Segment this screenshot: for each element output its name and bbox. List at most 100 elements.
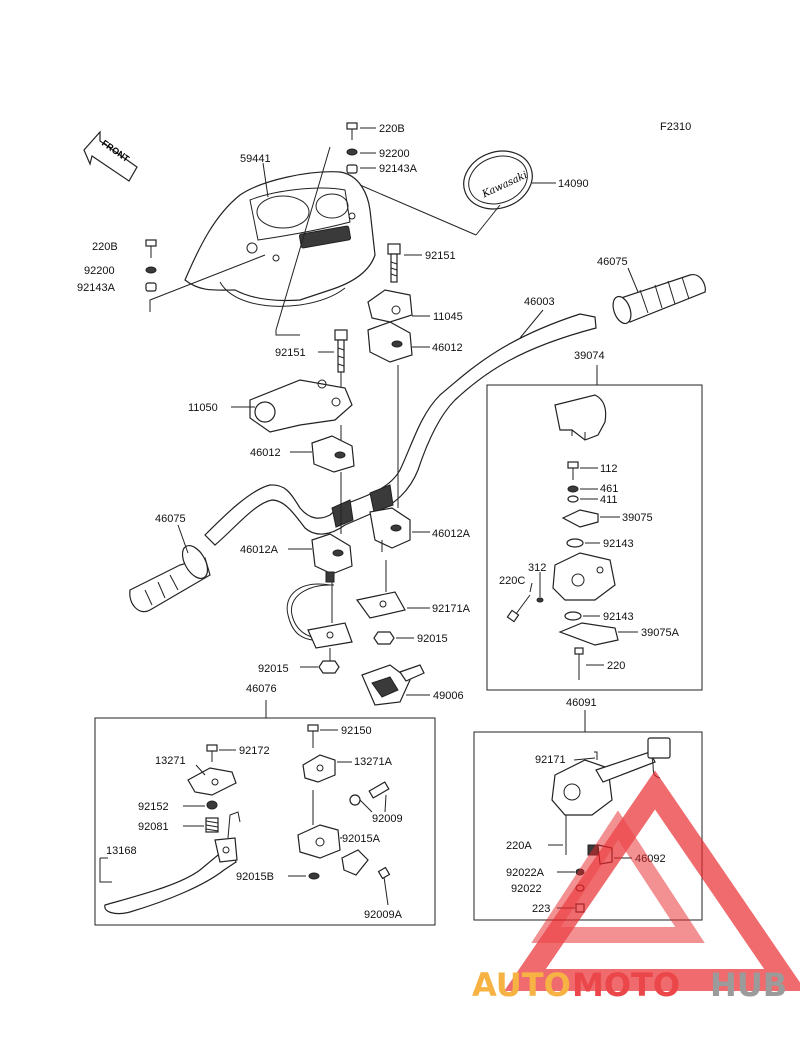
spring-92081 bbox=[205, 817, 219, 833]
screw-92150 bbox=[307, 724, 319, 748]
label-92152: 92152 bbox=[138, 801, 169, 813]
label-92015-right: 92015 bbox=[417, 633, 448, 645]
label-14090: 14090 bbox=[558, 178, 589, 190]
label-220B-top: 220B bbox=[379, 123, 405, 135]
label-13168: 13168 bbox=[106, 845, 137, 857]
label-46012-top: 46012 bbox=[432, 342, 463, 354]
label-92143-b: 92143 bbox=[603, 611, 634, 623]
box-46091 bbox=[473, 731, 703, 921]
box-39074 bbox=[486, 384, 703, 691]
screw-220B-top bbox=[346, 122, 358, 174]
clamp-13271 bbox=[187, 767, 237, 796]
label-92009A: 92009A bbox=[364, 909, 403, 921]
label-46075-left: 46075 bbox=[155, 513, 186, 525]
label-92022A: 92022A bbox=[506, 867, 545, 879]
label-92022: 92022 bbox=[511, 883, 542, 895]
label-46076: 46076 bbox=[246, 683, 277, 695]
label-92015B: 92015B bbox=[236, 871, 274, 883]
label-223: 223 bbox=[532, 903, 550, 915]
label-49006: 49006 bbox=[433, 690, 464, 702]
watermark-part-moto: MOTO bbox=[572, 966, 680, 1004]
label-11050: 11050 bbox=[188, 402, 218, 414]
label-46012A-right: 46012A bbox=[432, 528, 471, 540]
label-92015A: 92015A bbox=[342, 833, 381, 845]
box-46076 bbox=[94, 717, 436, 926]
ring-92143-a bbox=[566, 538, 584, 548]
holder-46012A-right bbox=[369, 507, 411, 552]
screw-92009A bbox=[377, 866, 391, 906]
label-46003: 46003 bbox=[524, 296, 555, 308]
washer-92015B bbox=[308, 872, 320, 880]
label-461: 461 bbox=[600, 483, 618, 495]
label-92143-a: 92143 bbox=[603, 538, 634, 550]
label-59441: 59441 bbox=[240, 153, 271, 165]
bolt-92151-right bbox=[387, 243, 401, 283]
label-13271A: 13271A bbox=[354, 756, 393, 768]
grip-46075-left bbox=[129, 545, 211, 613]
meter-cover-59441 bbox=[184, 171, 376, 307]
cover-39074 bbox=[554, 394, 607, 441]
screw-220 bbox=[574, 647, 584, 680]
label-46091: 46091 bbox=[566, 697, 597, 709]
nut-92015-right bbox=[373, 631, 395, 645]
plate-39075 bbox=[561, 509, 599, 528]
bracket-11045 bbox=[367, 289, 413, 323]
label-92081: 92081 bbox=[138, 821, 169, 833]
washer-411 bbox=[567, 495, 579, 503]
screw-220B-left bbox=[145, 239, 157, 292]
nut-92015-left bbox=[318, 660, 340, 674]
switch-49006 bbox=[361, 664, 425, 706]
screw-312 bbox=[536, 597, 544, 603]
label-39075A: 39075A bbox=[641, 627, 680, 639]
label-92151-left: 92151 bbox=[275, 347, 306, 359]
label-220B-left: 220B bbox=[92, 241, 118, 253]
washer-461 bbox=[567, 485, 579, 493]
label-13271: 13271 bbox=[155, 755, 186, 767]
label-46075-right: 46075 bbox=[597, 256, 628, 268]
bracket-11050 bbox=[249, 379, 353, 433]
label-92150: 92150 bbox=[341, 725, 372, 737]
label-92200-top: 92200 bbox=[379, 148, 410, 160]
label-92143A-top: 92143A bbox=[379, 163, 418, 175]
clamp-13271A bbox=[302, 754, 336, 783]
label-46012A-left: 46012A bbox=[240, 544, 279, 556]
ring-92143-b bbox=[564, 611, 582, 621]
label-11045: 11045 bbox=[433, 311, 463, 323]
holder-46012-mid bbox=[311, 435, 355, 473]
watermark-logo: AUTO MOTO HUB bbox=[472, 770, 800, 1004]
label-92200-left: 92200 bbox=[84, 265, 115, 277]
bolt-92151-left bbox=[334, 329, 348, 373]
grip-46075-right bbox=[612, 273, 706, 325]
switch-housing-39074 bbox=[552, 552, 616, 601]
label-92172: 92172 bbox=[239, 745, 270, 757]
label-220: 220 bbox=[607, 660, 625, 672]
label-220A: 220A bbox=[506, 840, 532, 852]
screw-112 bbox=[567, 461, 579, 480]
cable-clamp-92171A bbox=[286, 571, 406, 649]
watermark-part-hub: HUB bbox=[710, 966, 787, 1004]
figure-code: F2310 bbox=[660, 121, 691, 133]
plate-39075A bbox=[558, 622, 619, 646]
label-39075: 39075 bbox=[622, 512, 653, 524]
holder-46012A-left bbox=[311, 533, 353, 575]
nut-92152 bbox=[206, 800, 218, 810]
label-112: 112 bbox=[600, 463, 618, 475]
adjuster-92009 bbox=[349, 781, 390, 806]
bracket-92015A bbox=[297, 824, 369, 876]
switch-assembly-46091 bbox=[551, 737, 671, 816]
handlebar-46003 bbox=[204, 313, 597, 546]
kawasaki-emblem-14090: Kawasaki bbox=[463, 150, 533, 210]
label-92015-left: 92015 bbox=[258, 663, 289, 675]
label-92009: 92009 bbox=[372, 813, 403, 825]
label-92171: 92171 bbox=[535, 754, 566, 766]
front-arrow-icon: FRONT bbox=[83, 130, 138, 182]
screw-220C bbox=[506, 594, 531, 623]
label-411: 411 bbox=[600, 494, 618, 506]
label-92143A-left: 92143A bbox=[77, 282, 116, 294]
watermark-part-auto: AUTO bbox=[472, 966, 571, 1004]
label-92151-right: 92151 bbox=[425, 250, 456, 262]
label-312: 312 bbox=[528, 562, 546, 574]
label-39074: 39074 bbox=[574, 350, 605, 362]
label-46012-mid: 46012 bbox=[250, 447, 281, 459]
